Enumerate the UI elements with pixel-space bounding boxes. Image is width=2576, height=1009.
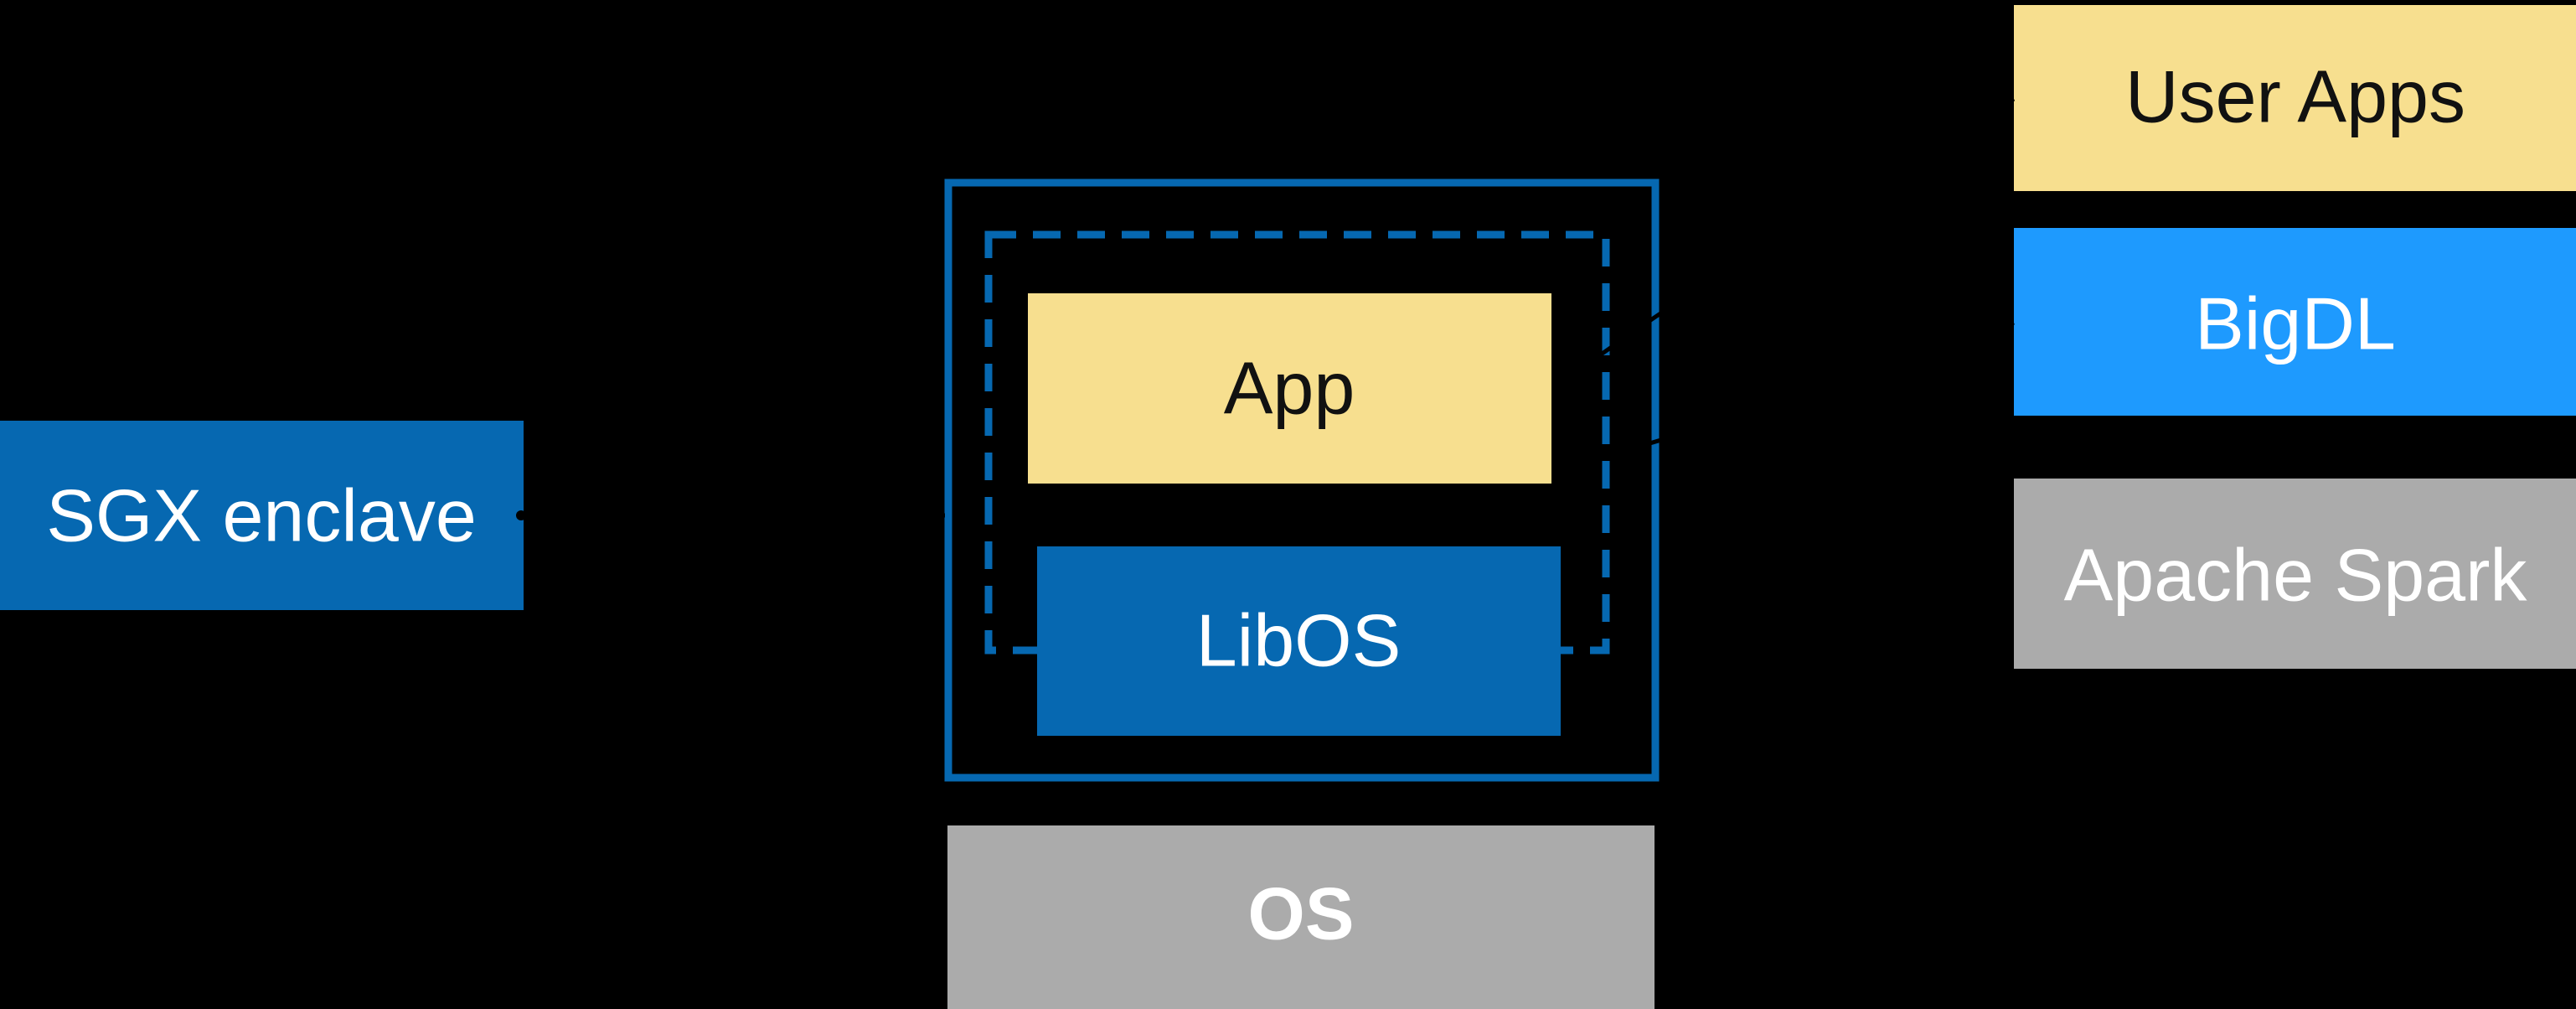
app-box bbox=[1028, 293, 1551, 484]
libos-box bbox=[1037, 546, 1561, 736]
user-apps-box bbox=[2014, 5, 2576, 191]
sgx-enclave-label: SGX enclave bbox=[46, 474, 477, 557]
user-apps-to-app-arrow bbox=[1553, 96, 2016, 390]
os-label: OS bbox=[1247, 872, 1354, 955]
apache-spark-box bbox=[2014, 479, 2576, 669]
sgx-enclave-box bbox=[0, 421, 524, 610]
enclave-boundary-box bbox=[944, 179, 1660, 782]
libos-label: LibOS bbox=[1196, 599, 1402, 682]
user-apps-label: User Apps bbox=[2125, 55, 2465, 138]
os-box bbox=[947, 825, 1655, 1009]
app-label: App bbox=[1224, 347, 1355, 430]
apache-spark-label: Apache Spark bbox=[2064, 534, 2528, 617]
bigdl-box bbox=[2014, 228, 2576, 416]
bigdl-label: BigDL bbox=[2195, 282, 2396, 365]
bigdl-to-enclave-arrow bbox=[1569, 320, 2015, 468]
connector-group bbox=[516, 96, 2016, 520]
leader-line-dot bbox=[516, 510, 526, 520]
